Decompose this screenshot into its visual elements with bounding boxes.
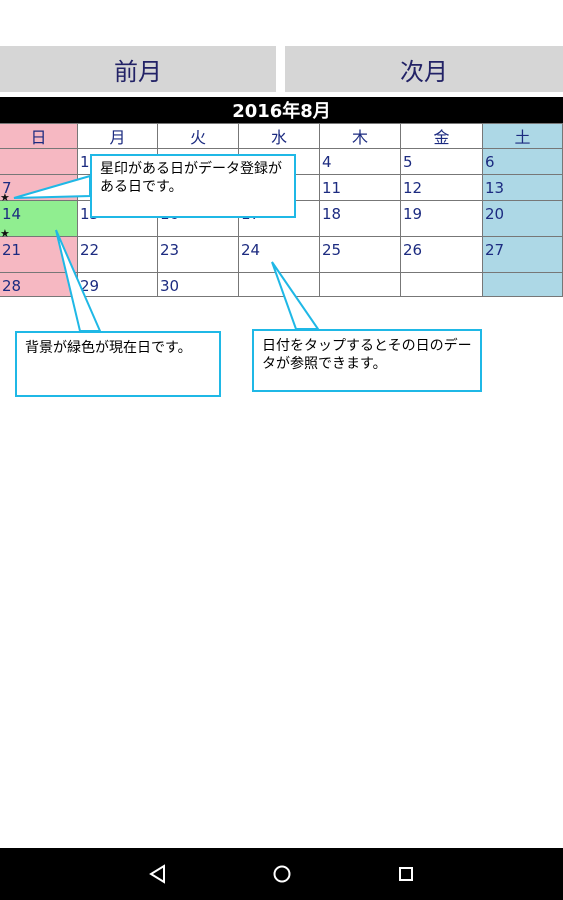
day-cell[interactable]: 27 (483, 237, 563, 273)
day-cell[interactable]: 5 (401, 149, 483, 175)
day-number: 4 (322, 153, 332, 171)
back-triangle-icon[interactable] (144, 860, 172, 888)
day-number: 8 (80, 179, 90, 197)
day-number: 1 (80, 153, 90, 171)
week-row: 21 22 23 24 25 26 27 (0, 237, 563, 273)
day-number: 5 (403, 153, 413, 171)
day-cell[interactable]: 29 (78, 273, 158, 297)
day-cell[interactable]: 18 (320, 201, 401, 237)
day-cell[interactable]: 13 (483, 175, 563, 201)
day-cell[interactable]: 21 (0, 237, 78, 273)
weekday-header: 月 (78, 123, 158, 149)
day-number: 30 (160, 277, 180, 295)
weekday-header: 火 (158, 123, 239, 149)
day-cell[interactable]: 20 (483, 201, 563, 237)
prev-month-button[interactable]: 前月 (0, 46, 276, 92)
callout-today-help: 背景が緑色が現在日です。 (15, 331, 221, 397)
day-cell[interactable]: 22 (78, 237, 158, 273)
empty-day-cell (483, 273, 563, 297)
day-number: 7 (2, 179, 12, 197)
weekday-header: 金 (401, 123, 483, 149)
day-number: 23 (160, 241, 180, 259)
day-cell[interactable]: 25 (320, 237, 401, 273)
weekday-header: 木 (320, 123, 401, 149)
day-number: 21 (2, 241, 22, 259)
day-cell[interactable]: 24 (239, 237, 320, 273)
day-cell[interactable]: 26 (401, 237, 483, 273)
day-number: 25 (322, 241, 342, 259)
day-number: 24 (241, 241, 261, 259)
week-row: 28 29 30 (0, 273, 563, 297)
recents-square-icon[interactable] (392, 860, 420, 888)
weekday-header: 日 (0, 123, 78, 149)
empty-day-cell (320, 273, 401, 297)
data-star-icon: ★ (0, 191, 10, 204)
day-number: 12 (403, 179, 423, 197)
day-cell[interactable]: 6 (483, 149, 563, 175)
day-number: 22 (80, 241, 100, 259)
day-cell[interactable]: 19 (401, 201, 483, 237)
day-cell[interactable]: 11 (320, 175, 401, 201)
day-cell[interactable]: 7★ (0, 175, 78, 204)
empty-day-cell (0, 149, 78, 175)
day-cell[interactable]: 30 (158, 273, 239, 297)
next-month-button[interactable]: 次月 (285, 46, 563, 92)
day-number: 27 (485, 241, 505, 259)
system-navigation-bar (0, 848, 563, 900)
day-number: 29 (80, 277, 100, 295)
day-number: 28 (2, 277, 22, 295)
day-cell[interactable]: 23 (158, 237, 239, 273)
day-number: 19 (403, 205, 423, 223)
weekday-header: 土 (483, 123, 563, 149)
callout-tap-help: 日付をタップするとその日のデータが参照できます。 (252, 329, 482, 392)
month-title: 2016年8月 (0, 97, 563, 123)
day-number: 20 (485, 205, 505, 223)
day-number: 13 (485, 179, 505, 197)
day-number: 18 (322, 205, 342, 223)
data-star-icon: ★ (0, 227, 10, 240)
day-cell[interactable]: 14 ★ (0, 201, 78, 240)
weekday-header: 水 (239, 123, 320, 149)
day-cell[interactable]: 4 (320, 149, 401, 175)
day-number: 6 (485, 153, 495, 171)
week-row: 14★151617181920 (0, 201, 563, 240)
home-circle-icon[interactable] (268, 860, 296, 888)
empty-day-cell (401, 273, 483, 297)
day-cell[interactable]: 28 (0, 273, 78, 297)
day-number: 26 (403, 241, 423, 259)
empty-day-cell (239, 273, 320, 297)
day-number: 14 (2, 205, 22, 223)
callout-star-help: 星印がある日がデータ登録がある日です。 (90, 154, 296, 218)
day-number: 11 (322, 179, 342, 197)
day-cell[interactable]: 12 (401, 175, 483, 201)
